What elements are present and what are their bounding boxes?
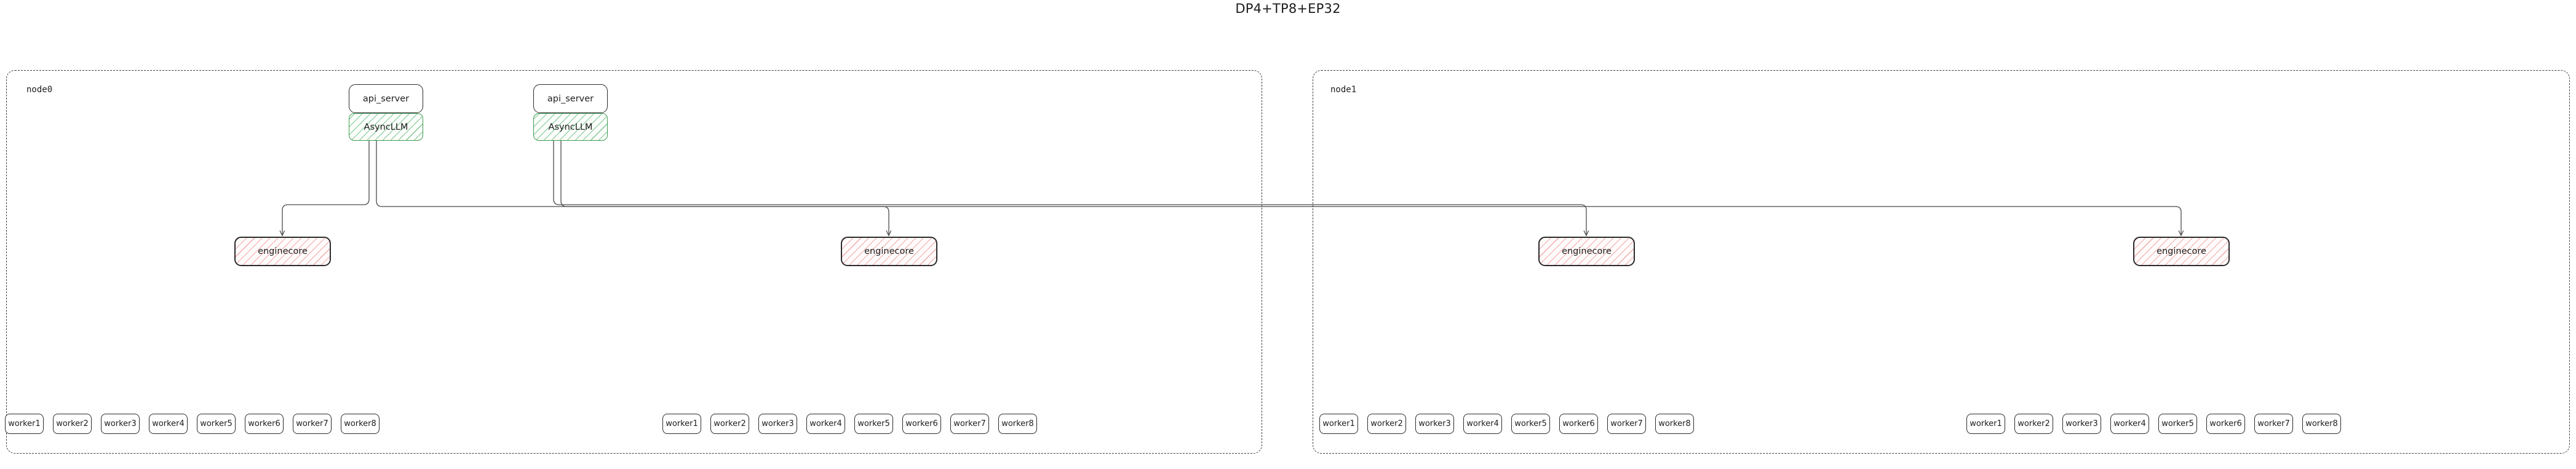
- worker-box-2-1[interactable]: worker2: [1367, 414, 1406, 434]
- node-cluster-label-node1: node1: [1330, 85, 1357, 95]
- api-server-box-0[interactable]: api_server: [349, 84, 423, 113]
- worker-box-0-6-label: worker7: [296, 419, 328, 428]
- worker-box-0-0[interactable]: worker1: [5, 414, 44, 434]
- worker-box-2-0-label: worker1: [1322, 419, 1355, 428]
- enginecore-box-3-label: enginecore: [2157, 246, 2206, 256]
- enginecore-box-0[interactable]: enginecore: [234, 237, 331, 266]
- page-title: DP4+TP8+EP32: [1235, 1, 1341, 16]
- worker-box-1-6[interactable]: worker7: [950, 414, 989, 434]
- worker-box-0-0-label: worker1: [8, 419, 41, 428]
- worker-box-3-4-label: worker5: [2161, 419, 2194, 428]
- worker-box-2-5-label: worker6: [1562, 419, 1595, 428]
- worker-box-3-7-label: worker8: [2305, 419, 2338, 428]
- worker-box-1-5-label: worker6: [905, 419, 938, 428]
- worker-box-2-2-label: worker3: [1418, 419, 1451, 428]
- worker-box-1-6-label: worker7: [953, 419, 986, 428]
- worker-box-0-5-label: worker6: [248, 419, 280, 428]
- worker-box-1-2-label: worker3: [761, 419, 794, 428]
- worker-box-2-6[interactable]: worker7: [1607, 414, 1646, 434]
- worker-box-3-3-label: worker4: [2113, 419, 2146, 428]
- worker-box-0-6[interactable]: worker7: [293, 414, 332, 434]
- node-cluster-node1: [1313, 70, 2570, 454]
- worker-box-0-3-label: worker4: [152, 419, 185, 428]
- worker-box-0-1[interactable]: worker2: [53, 414, 92, 434]
- async-llm-box-0-label: AsyncLLM: [364, 122, 408, 132]
- worker-box-0-7-label: worker8: [344, 419, 376, 428]
- worker-box-2-6-label: worker7: [1610, 419, 1643, 428]
- worker-box-1-3[interactable]: worker4: [806, 414, 845, 434]
- worker-box-3-1-label: worker2: [2017, 419, 2050, 428]
- worker-box-3-6-label: worker7: [2257, 419, 2290, 428]
- api-server-box-1-label: api_server: [547, 93, 594, 104]
- worker-box-0-1-label: worker2: [56, 419, 89, 428]
- worker-box-1-3-label: worker4: [809, 419, 842, 428]
- worker-box-2-3[interactable]: worker4: [1463, 414, 1502, 434]
- worker-box-1-5[interactable]: worker6: [902, 414, 941, 434]
- worker-box-2-4-label: worker5: [1514, 419, 1547, 428]
- enginecore-box-2-label: enginecore: [1562, 246, 1612, 256]
- worker-box-2-5[interactable]: worker6: [1559, 414, 1598, 434]
- worker-box-2-0[interactable]: worker1: [1319, 414, 1358, 434]
- worker-box-3-3[interactable]: worker4: [2110, 414, 2149, 434]
- worker-box-3-0-label: worker1: [1970, 419, 2002, 428]
- worker-box-1-0-label: worker1: [666, 419, 698, 428]
- worker-box-2-2[interactable]: worker3: [1415, 414, 1454, 434]
- worker-box-3-6[interactable]: worker7: [2254, 414, 2293, 434]
- api-server-box-0-label: api_server: [362, 93, 410, 104]
- async-llm-box-1-label: AsyncLLM: [548, 122, 593, 132]
- worker-box-0-2[interactable]: worker3: [101, 414, 140, 434]
- worker-box-0-4[interactable]: worker5: [197, 414, 236, 434]
- worker-box-3-0[interactable]: worker1: [1966, 414, 2005, 434]
- worker-box-0-7[interactable]: worker8: [341, 414, 380, 434]
- worker-box-1-1-label: worker2: [714, 419, 746, 428]
- worker-box-2-3-label: worker4: [1466, 419, 1499, 428]
- api-server-box-1[interactable]: api_server: [533, 84, 608, 113]
- worker-box-0-2-label: worker3: [104, 419, 137, 428]
- enginecore-box-1-label: enginecore: [864, 246, 914, 256]
- worker-box-1-2[interactable]: worker3: [758, 414, 797, 434]
- worker-box-2-1-label: worker2: [1370, 419, 1403, 428]
- worker-box-0-3[interactable]: worker4: [149, 414, 188, 434]
- worker-box-0-5[interactable]: worker6: [245, 414, 284, 434]
- async-llm-box-1[interactable]: AsyncLLM: [533, 113, 608, 141]
- enginecore-box-2[interactable]: enginecore: [1538, 237, 1635, 266]
- enginecore-box-3[interactable]: enginecore: [2133, 237, 2230, 266]
- worker-box-3-1[interactable]: worker2: [2014, 414, 2053, 434]
- worker-box-1-4-label: worker5: [857, 419, 890, 428]
- worker-box-1-1[interactable]: worker2: [710, 414, 749, 434]
- enginecore-box-0-label: enginecore: [258, 246, 308, 256]
- worker-box-1-7-label: worker8: [1001, 419, 1034, 428]
- worker-box-3-5-label: worker6: [2209, 419, 2242, 428]
- worker-box-1-0[interactable]: worker1: [662, 414, 701, 434]
- worker-box-2-7[interactable]: worker8: [1655, 414, 1694, 434]
- worker-box-3-4[interactable]: worker5: [2158, 414, 2197, 434]
- worker-box-3-7[interactable]: worker8: [2302, 414, 2341, 434]
- worker-box-3-2[interactable]: worker3: [2062, 414, 2101, 434]
- enginecore-box-1[interactable]: enginecore: [841, 237, 937, 266]
- worker-box-2-7-label: worker8: [1658, 419, 1691, 428]
- node-cluster-node0: [6, 70, 1262, 454]
- node-cluster-label-node0: node0: [26, 85, 53, 95]
- worker-box-0-4-label: worker5: [200, 419, 233, 428]
- async-llm-box-0[interactable]: AsyncLLM: [349, 113, 423, 141]
- worker-box-1-4[interactable]: worker5: [854, 414, 893, 434]
- worker-box-2-4[interactable]: worker5: [1511, 414, 1550, 434]
- worker-box-3-5[interactable]: worker6: [2206, 414, 2245, 434]
- worker-box-3-2-label: worker3: [2065, 419, 2098, 428]
- worker-box-1-7[interactable]: worker8: [998, 414, 1037, 434]
